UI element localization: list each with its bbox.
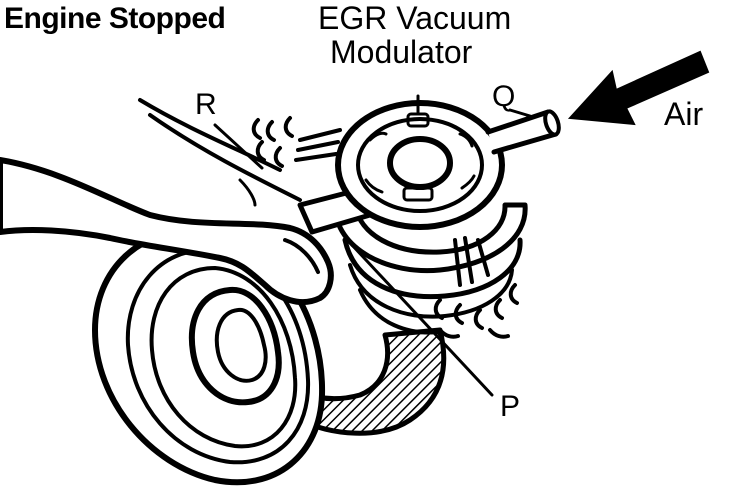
component-label-line2: Modulator <box>330 34 473 70</box>
air-label: Air <box>664 96 704 132</box>
egr-vacuum-modulator <box>297 94 561 335</box>
port-label-q: Q <box>492 80 516 113</box>
diagram-title: Engine Stopped <box>4 2 226 35</box>
component-label-line1: EGR Vacuum <box>318 0 512 36</box>
leader-line-r <box>213 123 264 170</box>
air-direction-arrow <box>567 50 710 126</box>
leader-line-p <box>350 243 494 397</box>
pulley-wheel <box>92 228 326 486</box>
vacuum-hose <box>297 327 447 436</box>
technician-hand <box>0 98 334 305</box>
port-label-r: R <box>195 88 217 121</box>
leader-line-q <box>508 108 532 118</box>
port-label-p: P <box>500 390 521 423</box>
air-escape-marks <box>251 116 519 339</box>
